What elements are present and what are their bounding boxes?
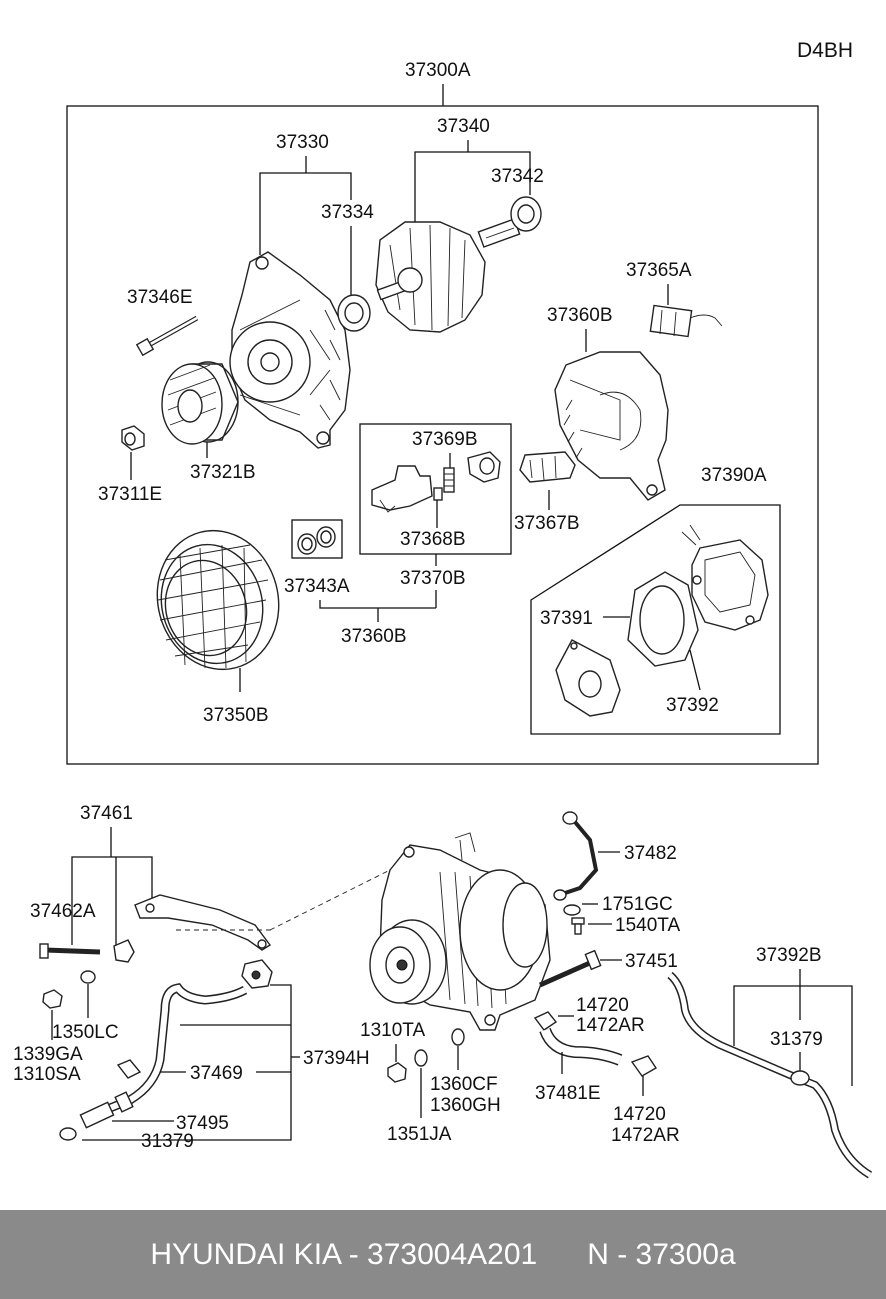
label-37370B[interactable]: 37370B (400, 568, 466, 589)
label-37350B[interactable]: 37350B (203, 705, 269, 726)
label-1360CF[interactable]: 1360CF (430, 1074, 498, 1095)
label-37360B-bottom[interactable]: 37360B (341, 626, 407, 647)
label-37392B[interactable]: 37392B (756, 945, 822, 966)
label-37343A[interactable]: 37343A (284, 576, 350, 597)
bracket-part[interactable] (134, 894, 272, 951)
label-1751GC[interactable]: 1751GC (602, 894, 673, 915)
label-37469[interactable]: 37469 (190, 1063, 243, 1084)
clamp-14720-b-part[interactable] (630, 1055, 657, 1077)
label-37482[interactable]: 37482 (624, 843, 677, 864)
label-37367B[interactable]: 37367B (514, 513, 580, 534)
brush-holder-part[interactable] (371, 465, 443, 513)
label-37451[interactable]: 37451 (625, 951, 678, 972)
hose-37495-part[interactable] (79, 1091, 134, 1129)
label-37461[interactable]: 37461 (80, 803, 133, 824)
footer-bar: HYUNDAI KIA - 373004A201 N - 37300a (0, 1210, 886, 1299)
label-37368B[interactable]: 37368B (400, 529, 466, 550)
label-37365A[interactable]: 37365A (626, 260, 692, 281)
pulley-nut-part[interactable] (121, 425, 145, 451)
cable-37482-part[interactable] (553, 811, 599, 901)
rotor-part[interactable] (375, 218, 521, 333)
vacuum-fitting-part[interactable] (241, 959, 273, 989)
bearing-37334-part[interactable] (337, 294, 371, 332)
rear-cover-part[interactable] (681, 524, 769, 631)
adjust-bolt-part[interactable] (39, 943, 101, 959)
label-1310SA[interactable]: 1310SA (13, 1064, 81, 1085)
label-1472AR-a[interactable]: 1472AR (576, 1015, 645, 1036)
diagram-code: D4BH (797, 39, 853, 62)
connector-part[interactable] (649, 304, 723, 338)
hose-37481E-part[interactable] (539, 1027, 623, 1066)
bracket-nut-part[interactable] (113, 939, 135, 963)
through-bolt-part[interactable] (135, 315, 199, 357)
label-37391[interactable]: 37391 (540, 608, 593, 629)
alternator-pulley-part[interactable] (369, 919, 447, 1005)
label-37300A[interactable]: 37300A (405, 60, 471, 81)
front-housing-part[interactable] (229, 251, 351, 449)
washer-1351JA-part[interactable] (414, 1049, 428, 1067)
rear-housing-part[interactable] (554, 351, 669, 501)
label-37360B-top[interactable]: 37360B (547, 305, 613, 326)
label-37390A[interactable]: 37390A (701, 465, 767, 486)
assembly-frame (66, 105, 819, 765)
bearing-37342-part[interactable] (510, 196, 542, 232)
seal-box (291, 519, 343, 559)
label-37394H[interactable]: 37394H (303, 1048, 370, 1069)
label-37481E[interactable]: 37481E (535, 1083, 601, 1104)
insulator-part[interactable] (627, 571, 699, 667)
label-14720-a[interactable]: 14720 (576, 995, 629, 1016)
label-1350LC[interactable]: 1350LC (52, 1022, 119, 1043)
label-1351JA[interactable]: 1351JA (387, 1124, 452, 1145)
label-1360GH[interactable]: 1360GH (430, 1095, 501, 1116)
label-14720-b[interactable]: 14720 (613, 1104, 666, 1125)
nut-1339GA-part[interactable] (42, 989, 63, 1009)
label-37334[interactable]: 37334 (321, 202, 374, 223)
label-37330[interactable]: 37330 (276, 132, 329, 153)
footer-part-number: HYUNDAI KIA - 373004A201 N - 37300a (150, 1238, 736, 1271)
label-37342[interactable]: 37342 (491, 166, 544, 187)
label-31379-right[interactable]: 31379 (770, 1029, 823, 1050)
end-plate-part[interactable] (555, 639, 621, 717)
bolt-37451-part[interactable] (538, 949, 602, 988)
stator-part[interactable] (142, 517, 294, 683)
screw-1540TA-part[interactable] (571, 917, 585, 935)
clamp-14720-a-part[interactable] (533, 1011, 558, 1031)
washer-1350LC-part[interactable] (80, 970, 96, 984)
label-37321B[interactable]: 37321B (190, 462, 256, 483)
label-37346E[interactable]: 37346E (127, 287, 193, 308)
label-37495[interactable]: 37495 (176, 1113, 229, 1134)
label-37462A[interactable]: 37462A (30, 901, 96, 922)
brush-part[interactable] (443, 451, 501, 493)
label-1540TA[interactable]: 1540TA (615, 915, 680, 936)
vacuum-pipe-part[interactable] (98, 983, 248, 1117)
pulley-part[interactable] (161, 361, 239, 445)
label-1310TA[interactable]: 1310TA (360, 1020, 425, 1041)
label-37311E[interactable]: 37311E (98, 484, 162, 505)
label-37340[interactable]: 37340 (437, 116, 490, 137)
vacuum-pipe-37392B-part[interactable] (667, 971, 873, 1179)
clamp-31379-left-part[interactable] (59, 1127, 77, 1141)
rectifier-part[interactable] (519, 451, 576, 483)
washer-1751GC-part[interactable] (563, 904, 581, 916)
alternator-parts-diagram: D4BH 37300A 37330 37334 37340 37342 (13, 39, 873, 1179)
label-1339GA[interactable]: 1339GA (13, 1044, 83, 1065)
label-1472AR-b[interactable]: 1472AR (611, 1125, 680, 1146)
label-37369B[interactable]: 37369B (412, 429, 478, 450)
nut-1310TA-part[interactable] (387, 1062, 407, 1083)
seal-part[interactable] (297, 526, 336, 555)
label-37392[interactable]: 37392 (666, 695, 719, 716)
washer-1360CF-part[interactable] (451, 1028, 465, 1046)
label-31379-left[interactable]: 31379 (141, 1131, 194, 1152)
cover-group-frame (530, 504, 781, 735)
